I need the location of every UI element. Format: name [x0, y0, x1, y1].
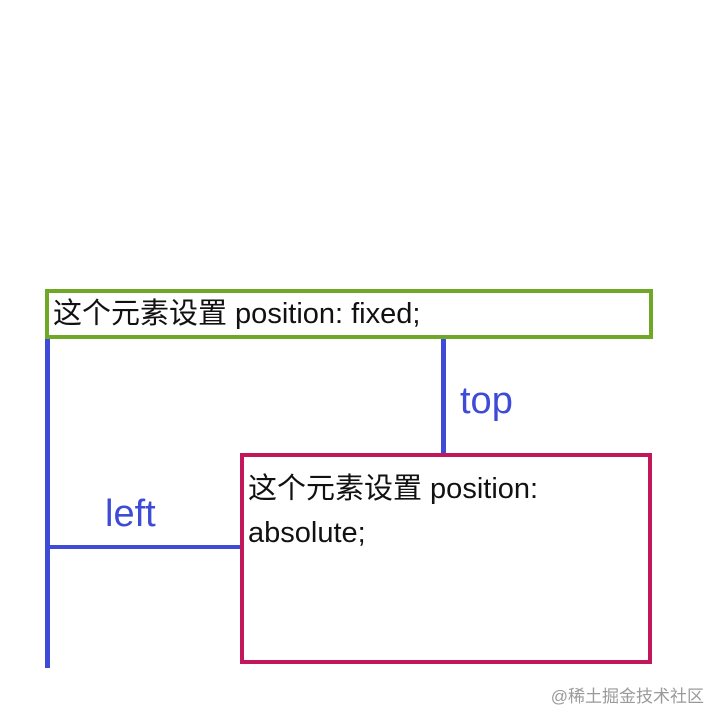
absolute-element-box: 这个元素设置 position: absolute; — [240, 453, 652, 664]
watermark: @稀土掘金技术社区 — [550, 687, 704, 706]
fixed-element-label: 这个元素设置 position: fixed; — [53, 297, 421, 330]
left-distance-line — [45, 545, 243, 549]
absolute-element-label-line-1: 这个元素设置 position: — [248, 473, 539, 505]
fixed-element-box: 这个元素设置 position: fixed; — [45, 289, 653, 339]
absolute-element-label-line-2: absolute; — [248, 517, 366, 549]
top-label: top — [460, 380, 513, 422]
top-distance-line — [441, 339, 446, 457]
left-label: left — [105, 493, 156, 535]
left-reference-line — [45, 339, 50, 668]
